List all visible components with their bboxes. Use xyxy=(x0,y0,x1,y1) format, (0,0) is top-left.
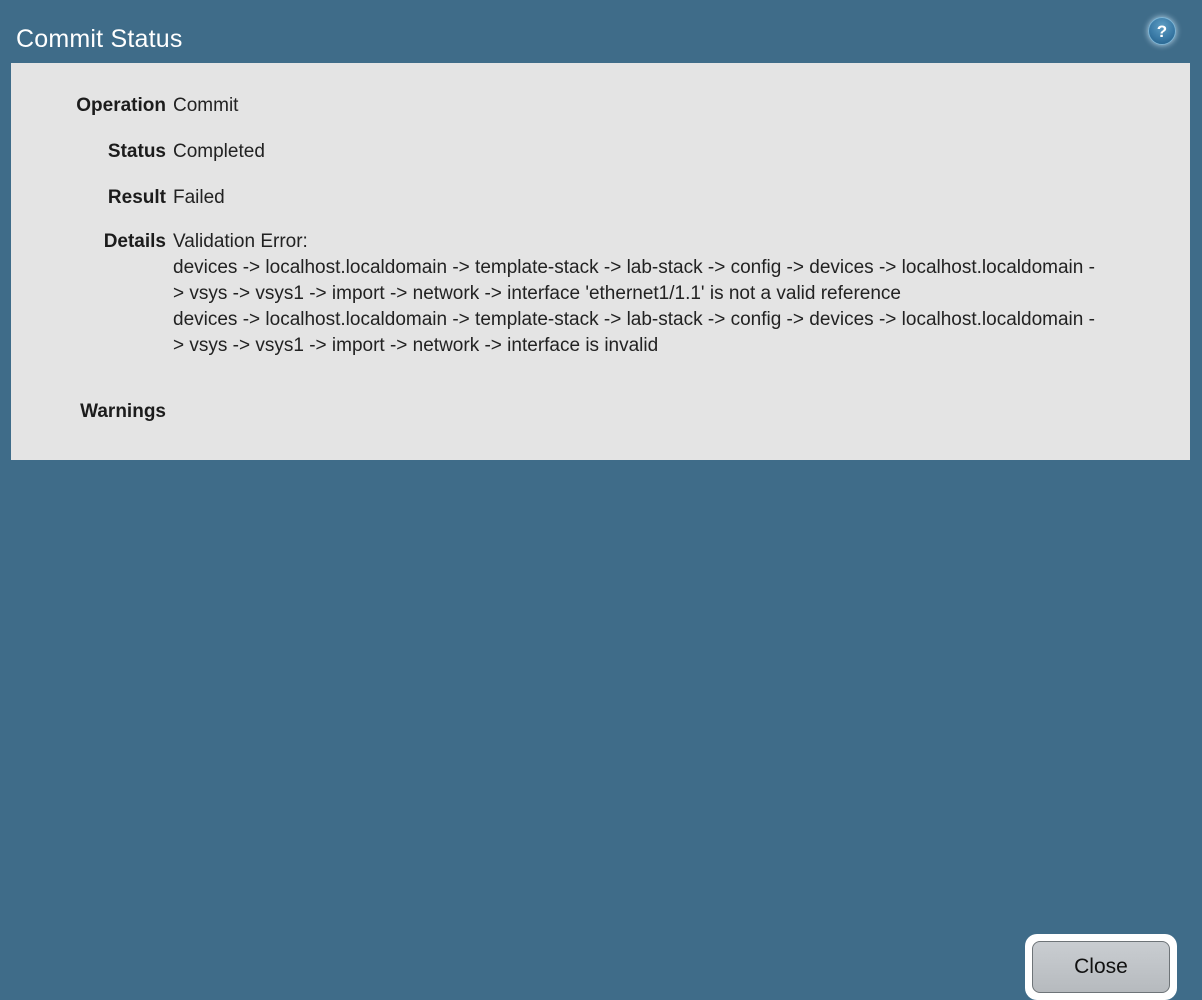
field-details-label: Details xyxy=(103,231,166,252)
detail-line: devices -> localhost.localdomain -> temp… xyxy=(173,309,1095,356)
dialog-footer: Close xyxy=(0,460,1202,1000)
field-warnings: Warnings xyxy=(11,399,173,425)
page-title: Commit Status xyxy=(16,25,183,53)
detail-line: devices -> localhost.localdomain -> temp… xyxy=(173,257,1095,304)
field-operation-label: Operation xyxy=(76,95,166,116)
help-question-icon: ? xyxy=(1148,17,1176,45)
field-details-value: Validation Error: devices -> localhost.l… xyxy=(173,229,1103,359)
field-status-value: Completed xyxy=(173,141,265,162)
field-status: Status Completed xyxy=(11,139,265,165)
close-button-label: Close xyxy=(1074,955,1128,978)
detail-line: Validation Error: xyxy=(173,231,308,252)
dialog-body: Operation Commit Status Completed Result… xyxy=(11,63,1190,460)
field-details: Details Validation Error: devices -> loc… xyxy=(11,229,1103,359)
field-result-label: Result xyxy=(107,187,166,208)
field-warnings-label: Warnings xyxy=(80,401,166,422)
close-button-focus-ring: Close xyxy=(1025,934,1177,1000)
field-operation-value: Commit xyxy=(173,95,239,116)
field-result: Result Failed xyxy=(11,185,225,211)
field-result-value: Failed xyxy=(173,187,225,208)
dialog-titlebar: Commit Status ? xyxy=(0,0,1202,63)
help-button[interactable]: ? xyxy=(1145,14,1179,48)
field-operation: Operation Commit xyxy=(11,93,238,119)
close-button[interactable]: Close xyxy=(1032,941,1170,993)
field-status-label: Status xyxy=(107,141,166,162)
help-question-glyph: ? xyxy=(1156,21,1168,41)
